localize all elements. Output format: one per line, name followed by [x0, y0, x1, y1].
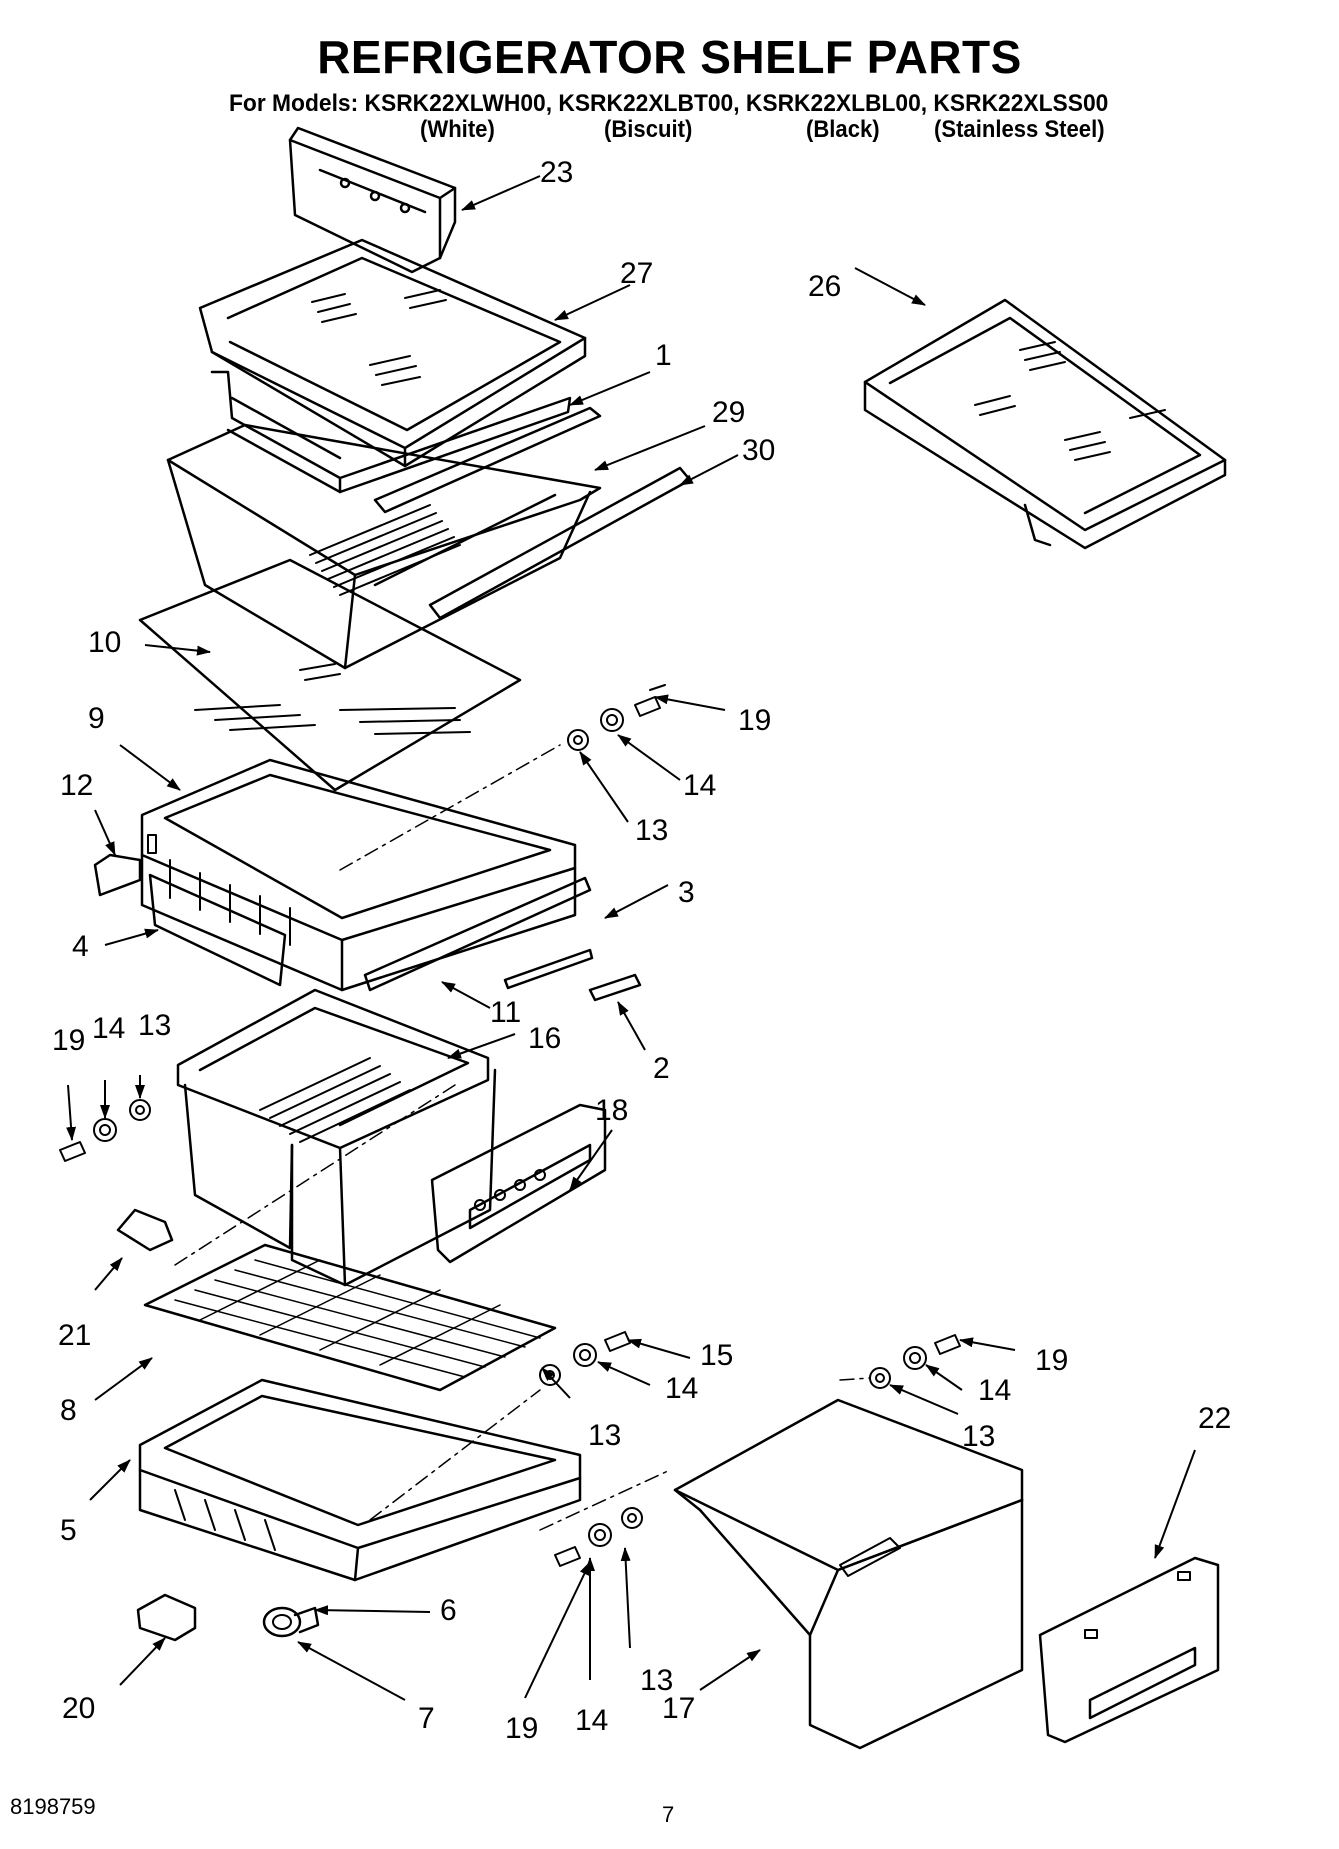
- part-22-pan-front: [1038, 1556, 1220, 1744]
- part-30-rail: [428, 466, 692, 620]
- part-9-frame: [140, 758, 577, 992]
- models-line: For Models: KSRK22XLWH00, KSRK22XLBT00, …: [229, 90, 1109, 117]
- part-18-drawer-front: [430, 1103, 607, 1264]
- variant-black: (Black): [806, 116, 880, 143]
- part-29-rail: [373, 406, 602, 514]
- callout-14-bottom: 14: [575, 1704, 608, 1737]
- callout-18: 18: [595, 1094, 628, 1127]
- callout-20: 20: [62, 1692, 95, 1725]
- part-7-knob: [262, 1606, 320, 1638]
- callout-12: 12: [60, 769, 93, 802]
- callout-19: 19: [738, 704, 771, 737]
- callout-17: 17: [662, 1692, 695, 1725]
- callout-5: 5: [60, 1514, 77, 1547]
- callout-13-right: 13: [962, 1420, 995, 1453]
- callout-4: 4: [72, 930, 89, 963]
- callout-6: 6: [440, 1594, 457, 1627]
- variant-stainless-steel: (Stainless Steel): [934, 116, 1105, 143]
- part-3-bracket: [503, 948, 594, 990]
- part-21-clip: [116, 1208, 174, 1252]
- callout-14: 14: [683, 769, 716, 802]
- callout-13-mid: 13: [588, 1419, 621, 1452]
- callout-22: 22: [1198, 1402, 1231, 1435]
- callout-11: 11: [490, 996, 521, 1029]
- callout-8: 8: [60, 1394, 77, 1427]
- part-26-shelf: [863, 298, 1227, 550]
- part-5-frame: [138, 1378, 582, 1582]
- part-12-clip: [93, 853, 142, 897]
- callout-1: 1: [655, 339, 672, 372]
- callout-14-left: 14: [92, 1012, 125, 1045]
- page-title: REFRIGERATOR SHELF PARTS: [317, 31, 1022, 83]
- part-20-cap: [136, 1593, 197, 1642]
- part-11-rail: [363, 876, 592, 992]
- callout-2: 2: [653, 1052, 670, 1085]
- callout-7: 7: [418, 1702, 435, 1735]
- part-23-bin: [288, 126, 457, 274]
- variant-biscuit: (Biscuit): [604, 116, 693, 143]
- part-8-cover: [143, 1243, 557, 1392]
- callout-19-bottom: 19: [505, 1712, 538, 1745]
- callout-19-left: 19: [52, 1024, 85, 1057]
- part-17-pan: [673, 1398, 1024, 1750]
- callout-10: 10: [88, 626, 121, 659]
- callout-3: 3: [678, 876, 695, 909]
- page-number: 7: [662, 1802, 675, 1827]
- callout-19-right: 19: [1035, 1344, 1068, 1377]
- variant-white: (White): [420, 116, 495, 143]
- callout-13-bottom: 13: [640, 1664, 673, 1697]
- callout-26: 26: [808, 270, 841, 303]
- part-4-rail: [148, 873, 287, 987]
- document-number: 8198759: [10, 1794, 96, 1819]
- part-1-frame: [210, 370, 572, 494]
- callout-30: 30: [742, 434, 775, 467]
- callout-13: 13: [635, 814, 668, 847]
- callout-14-right: 14: [978, 1374, 1011, 1407]
- callout-23: 23: [540, 156, 573, 189]
- callout-16: 16: [528, 1022, 561, 1055]
- callout-29: 29: [712, 396, 745, 429]
- part-2-clip: [588, 973, 642, 1002]
- callout-9: 9: [88, 702, 105, 735]
- callout-14-mid: 14: [665, 1372, 698, 1405]
- callout-27: 27: [620, 257, 653, 290]
- callout-21: 21: [58, 1319, 91, 1352]
- callout-15: 15: [700, 1339, 733, 1372]
- part-10-glass: [138, 558, 522, 792]
- callout-13-left: 13: [138, 1009, 171, 1042]
- upper-crisper-pan: [166, 423, 602, 670]
- part-27-shelf: [198, 238, 587, 468]
- part-16-drawer: [176, 988, 497, 1287]
